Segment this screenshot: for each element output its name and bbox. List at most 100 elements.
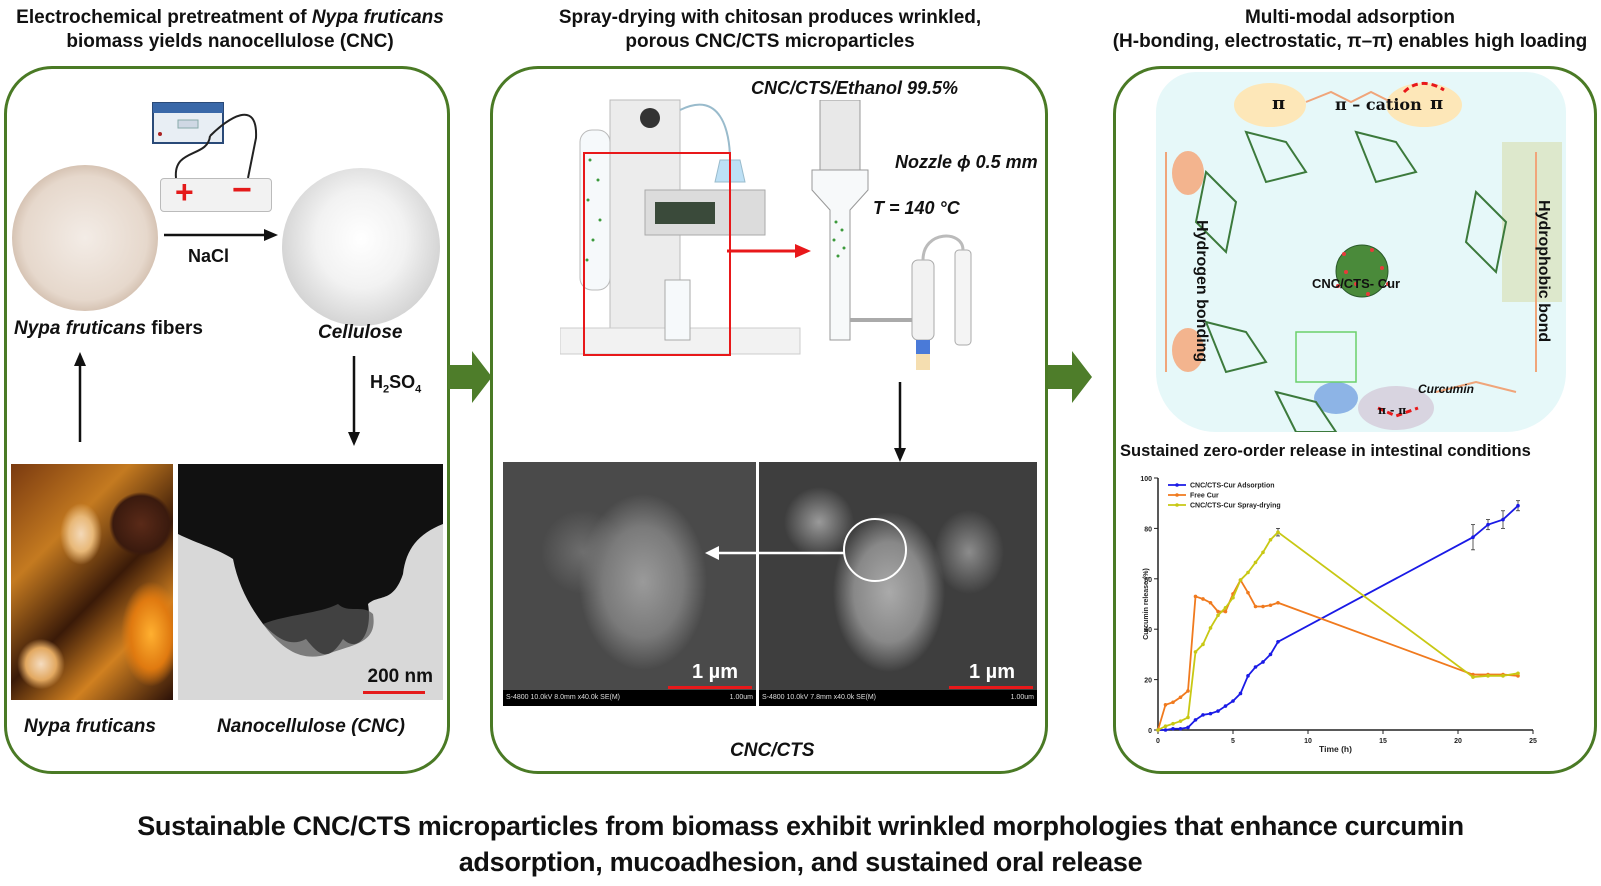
summary-footer: Sustainable CNC/CTS microparticles from … xyxy=(0,808,1601,880)
sem-right-info: S-4800 10.0kV 7.8mm x40.0k SE(M) xyxy=(762,694,876,701)
electrolysis-cell xyxy=(160,178,272,212)
y-tick-label: 60 xyxy=(1144,577,1152,584)
data-point xyxy=(1253,560,1258,565)
sem-right-scale-label: 1 µm xyxy=(969,661,1015,683)
temp-label: T = 140 °C xyxy=(873,198,960,218)
data-point xyxy=(1201,713,1205,717)
sem-left-scale-label: 1 µm xyxy=(692,661,738,683)
y-tick-label: 80 xyxy=(1144,526,1152,533)
data-point xyxy=(1186,715,1190,720)
data-point xyxy=(1268,652,1273,657)
chart-title: Sustained zero-order release in intestin… xyxy=(1120,442,1531,460)
hydrophobic-bond-label: Hydrophobic bond xyxy=(1535,200,1552,343)
nozzle-label: Nozzle ϕ 0.5 mm xyxy=(895,152,1038,172)
data-point xyxy=(1223,609,1228,614)
data-point xyxy=(1268,537,1273,542)
nacl-arrow xyxy=(164,229,278,241)
nacl-label: NaCl xyxy=(188,246,230,266)
flow-arrow-1 xyxy=(448,351,492,403)
sem-highlight-circle xyxy=(843,518,907,582)
plus-electrode: + xyxy=(175,174,194,210)
panel3-title: Multi-modal adsorption (H-bonding, elect… xyxy=(1080,6,1601,54)
legend-marker xyxy=(1175,493,1179,497)
fibers-label: Nypa fruticans fibers xyxy=(14,318,203,340)
data-point xyxy=(1178,719,1183,723)
legend-label: CNC/CTS-Cur Spray-drying xyxy=(1190,503,1281,510)
data-point xyxy=(1186,689,1190,693)
x-tick-label: 25 xyxy=(1529,738,1537,745)
cnc-label: Nanocellulose (CNC) xyxy=(217,716,405,737)
data-point xyxy=(1201,642,1205,647)
data-point xyxy=(1246,570,1250,575)
data-point xyxy=(1163,728,1168,732)
data-point xyxy=(1261,604,1265,609)
data-point xyxy=(1208,600,1213,605)
data-point xyxy=(1163,724,1168,729)
data-point xyxy=(1171,726,1175,731)
flow-arrow-2 xyxy=(1048,351,1092,403)
up-arrow xyxy=(74,352,86,442)
power-supply-illustration xyxy=(152,102,258,179)
spray-dryer-illustration xyxy=(560,99,801,355)
data-point xyxy=(1516,674,1520,678)
data-point xyxy=(1223,605,1228,610)
data-point xyxy=(1193,718,1198,722)
plant-label: Nypa fruticans xyxy=(24,716,156,737)
data-point xyxy=(1471,675,1475,679)
legend-marker xyxy=(1175,503,1179,507)
h2so4-label: H2SO4 xyxy=(370,372,421,396)
sem-image-left: 1 µm S-4800 10.0kV 8.0mm x40.0k SE(M) 1.… xyxy=(503,462,756,706)
y-tick-label: 100 xyxy=(1140,476,1152,483)
hydrogen-bonding-label: Hydrogen bonding xyxy=(1193,220,1210,363)
tem-scale-label: 200 nm xyxy=(367,666,433,687)
data-point xyxy=(1486,522,1490,527)
panel1-title-line1: Electrochemical pretreatment of xyxy=(16,7,312,28)
adsorption-diagram xyxy=(1165,82,1562,432)
footer-line2: adsorption, mucoadhesion, and sustained … xyxy=(458,847,1143,877)
curcumin-label: Curcumin xyxy=(1418,382,1475,396)
data-point xyxy=(1231,699,1235,703)
data-point xyxy=(1471,535,1475,540)
series-line xyxy=(1158,505,1519,731)
sem-right-scale-bar xyxy=(949,686,1033,689)
x-tick-label: 15 xyxy=(1379,738,1387,745)
data-point xyxy=(1486,674,1490,678)
data-point xyxy=(1246,590,1250,595)
h2so4-h: H xyxy=(370,372,383,392)
sem-left-infobar: S-4800 10.0kV 8.0mm x40.0k SE(M) 1.00um xyxy=(503,690,756,706)
highlight-arrow xyxy=(727,244,811,258)
series-line xyxy=(1157,530,1519,731)
data-point xyxy=(1178,695,1183,700)
down-arrow xyxy=(348,356,360,446)
nypa-plant-photo xyxy=(11,464,173,700)
h2so4-so: SO xyxy=(389,372,416,392)
legend-label: Free Cur xyxy=(1190,493,1219,500)
data-point xyxy=(1253,604,1258,609)
pi-pi-label: π - π xyxy=(1378,404,1407,417)
pi-right-label: π xyxy=(1430,93,1444,114)
sem-right-infobar: S-4800 10.0kV 7.8mm x40.0k SE(M) 1.00um xyxy=(759,690,1037,706)
h2so4-sub1: 2 xyxy=(383,383,390,396)
y-axis-label: Curcumin release (%) xyxy=(1143,568,1150,640)
nozzle-illustration xyxy=(811,100,972,370)
data-point xyxy=(1216,609,1220,614)
nypa-fibers-photo xyxy=(12,165,158,311)
sem-zoom-arrow xyxy=(705,546,845,560)
data-point xyxy=(1216,709,1220,713)
panel3-title-line2: (H-bonding, electrostatic, π–π) enables … xyxy=(1112,31,1588,52)
data-point xyxy=(1516,503,1520,508)
footer-line1: Sustainable CNC/CTS microparticles from … xyxy=(137,811,1464,841)
legend-label: CNC/CTS-Cur Adsorption xyxy=(1190,483,1275,490)
x-tick-label: 20 xyxy=(1454,738,1462,745)
data-point xyxy=(1216,613,1220,618)
data-point xyxy=(1193,594,1198,599)
cellulose-photo xyxy=(282,168,440,326)
x-tick-label: 10 xyxy=(1304,738,1312,745)
data-point xyxy=(1208,626,1213,630)
y-tick-label: 0 xyxy=(1148,728,1152,735)
x-tick-label: 0 xyxy=(1156,738,1160,745)
data-point xyxy=(1201,597,1205,601)
tem-scale-bar xyxy=(363,691,425,694)
data-point xyxy=(1171,700,1175,705)
data-point xyxy=(1246,674,1250,678)
